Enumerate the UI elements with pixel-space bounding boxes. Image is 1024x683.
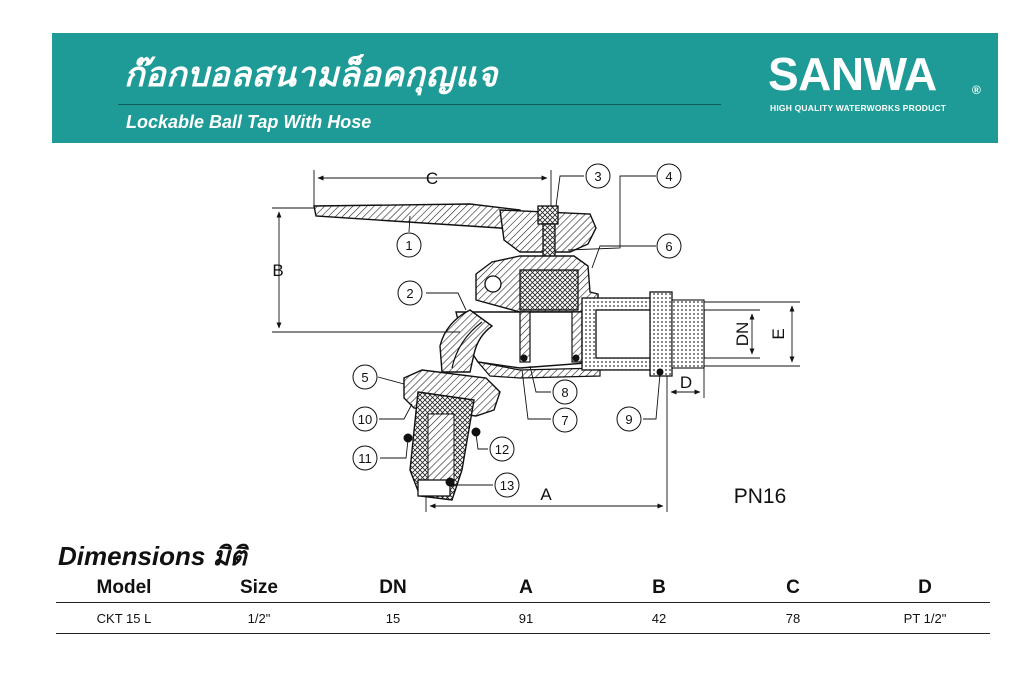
dimensions-table: Model Size DN A B C D CKT 15 L 1/2" 15 9… (56, 574, 990, 634)
part-balloon-12: 12 (489, 436, 515, 462)
part-number-1: 1 (405, 238, 412, 253)
part-balloon-8: 8 (552, 379, 578, 405)
part-number-2: 2 (406, 286, 413, 301)
table-header-row: Model Size DN A B C D (56, 574, 990, 603)
cell-size: 1/2" (192, 602, 326, 634)
pressure-rating: PN16 (734, 485, 787, 508)
part-number-10: 10 (358, 412, 372, 427)
seat-left (519, 311, 531, 363)
header-banner: ก๊อกบอลสนามล็อคกุญแจ Lockable Ball Tap W… (52, 33, 998, 143)
inlet-thread (671, 299, 705, 369)
part-number-3: 3 (594, 169, 601, 184)
ball (519, 269, 579, 311)
handle-lever (313, 203, 521, 233)
part-number-11: 11 (358, 451, 372, 466)
dim-label-DN: DN (733, 322, 752, 347)
dim-label-C: C (426, 169, 438, 188)
product-title-english: Lockable Ball Tap With Hose (126, 112, 372, 132)
column-header: DN (326, 574, 460, 603)
part-number-6: 6 (665, 239, 672, 254)
brand-tagline: HIGH QUALITY WATERWORKS PRODUCT (770, 103, 947, 113)
part-number-12: 12 (495, 442, 509, 457)
cell-dn: 15 (326, 602, 460, 634)
oring-8b (572, 354, 580, 362)
dim-label-D: D (680, 373, 692, 392)
part-number-9: 9 (625, 412, 632, 427)
spout-elbow (439, 309, 494, 373)
dim-label-B: B (272, 261, 283, 280)
part-number-5: 5 (361, 370, 368, 385)
part-balloon-4: 4 (656, 163, 682, 189)
cell-a: 91 (460, 602, 592, 634)
oring-8 (520, 354, 528, 362)
part-number-4: 4 (665, 169, 672, 184)
part-balloon-11: 11 (352, 445, 378, 471)
table-row: CKT 15 L 1/2" 15 91 42 78 PT 1/2" (56, 602, 990, 634)
hose-end (417, 479, 451, 497)
dimensions-heading: Dimensions มิติ (58, 536, 247, 577)
column-header: Size (192, 574, 326, 603)
inlet-nut (649, 291, 673, 377)
dim-label-E: E (769, 328, 788, 339)
cell-d: PT 1/2" (860, 602, 990, 634)
title-divider (118, 104, 721, 105)
dimensions-heading-th: มิติ (212, 542, 247, 572)
cell-model: CKT 15 L (56, 602, 192, 634)
column-header: B (592, 574, 726, 603)
column-header: C (726, 574, 860, 603)
part-balloon-7: 7 (552, 407, 578, 433)
part-number-8: 8 (561, 385, 568, 400)
part-balloon-3: 3 (585, 163, 611, 189)
cell-b: 42 (592, 602, 726, 634)
spout-bore (451, 321, 483, 369)
registered-mark: ® (972, 83, 981, 97)
product-title-thai: ก๊อกบอลสนามล็อคกุญแจ (124, 55, 498, 95)
part-balloon-6: 6 (656, 233, 682, 259)
column-header: A (460, 574, 592, 603)
oring-13 (445, 477, 455, 487)
column-header: D (860, 574, 990, 603)
part-number-7: 7 (561, 413, 568, 428)
part-number-13: 13 (500, 478, 514, 493)
part-balloon-9: 9 (616, 406, 642, 432)
dim-label-A: A (540, 485, 552, 504)
lock-hole (484, 275, 502, 293)
part-balloon-5: 5 (352, 364, 378, 390)
stem-nut (537, 205, 559, 225)
part-balloon-13: 13 (494, 472, 520, 498)
dimensions-heading-en: Dimensions (58, 541, 206, 571)
part-balloon-10: 10 (352, 406, 378, 432)
part-balloon-1: 1 (396, 232, 422, 258)
body-lower (476, 361, 601, 379)
part-balloon-2: 2 (397, 280, 423, 306)
seat-right (571, 311, 583, 363)
hose-tail-inner (427, 413, 455, 487)
brand-logo: SANWA (768, 48, 937, 100)
column-header: Model (56, 574, 192, 603)
cell-c: 78 (726, 602, 860, 634)
